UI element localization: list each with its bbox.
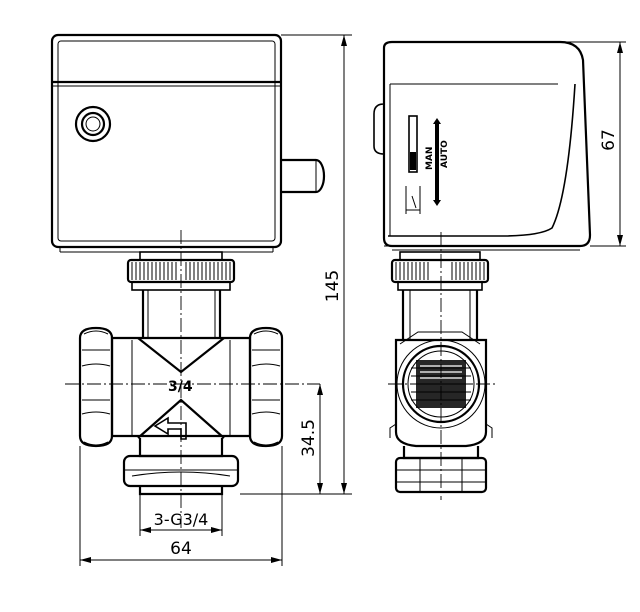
dimension-67: 67 [560, 41, 626, 247]
indicator-lamp [74, 105, 112, 143]
total-width-label: 64 [170, 539, 192, 559]
actuator-height-label: 67 [599, 129, 619, 151]
dimension-64: 64 [79, 446, 283, 566]
coupling-nut-side [390, 251, 490, 291]
switch-arrow-icon [433, 118, 441, 206]
side-view: MAN AUTO [373, 40, 592, 494]
manual-knob-side [373, 103, 385, 155]
manual-knob-front [281, 158, 326, 194]
valve-neck-front [141, 290, 222, 338]
size-marking: 3/4 [168, 379, 193, 395]
man-label: MAN [425, 147, 435, 170]
dimension-34-5: 34.5 [299, 384, 323, 494]
valve-neck-side [401, 290, 479, 340]
actuator-housing-side [382, 40, 592, 251]
dimension-thread: 3-G3/4 [139, 494, 223, 536]
thread-label: 3-G3/4 [154, 510, 209, 529]
man-auto-switch[interactable]: MAN AUTO [405, 115, 450, 214]
actuator-housing-front [50, 33, 283, 253]
axis-height-label: 34.5 [299, 419, 319, 457]
dimension-145: 145 [240, 34, 352, 495]
overall-height-label: 145 [323, 270, 343, 302]
front-view: 3/4 [50, 33, 326, 496]
flow-arrow-icon [153, 416, 187, 440]
left-port-hex [78, 326, 114, 448]
right-port-hex [248, 326, 284, 448]
auto-label: AUTO [440, 140, 450, 168]
